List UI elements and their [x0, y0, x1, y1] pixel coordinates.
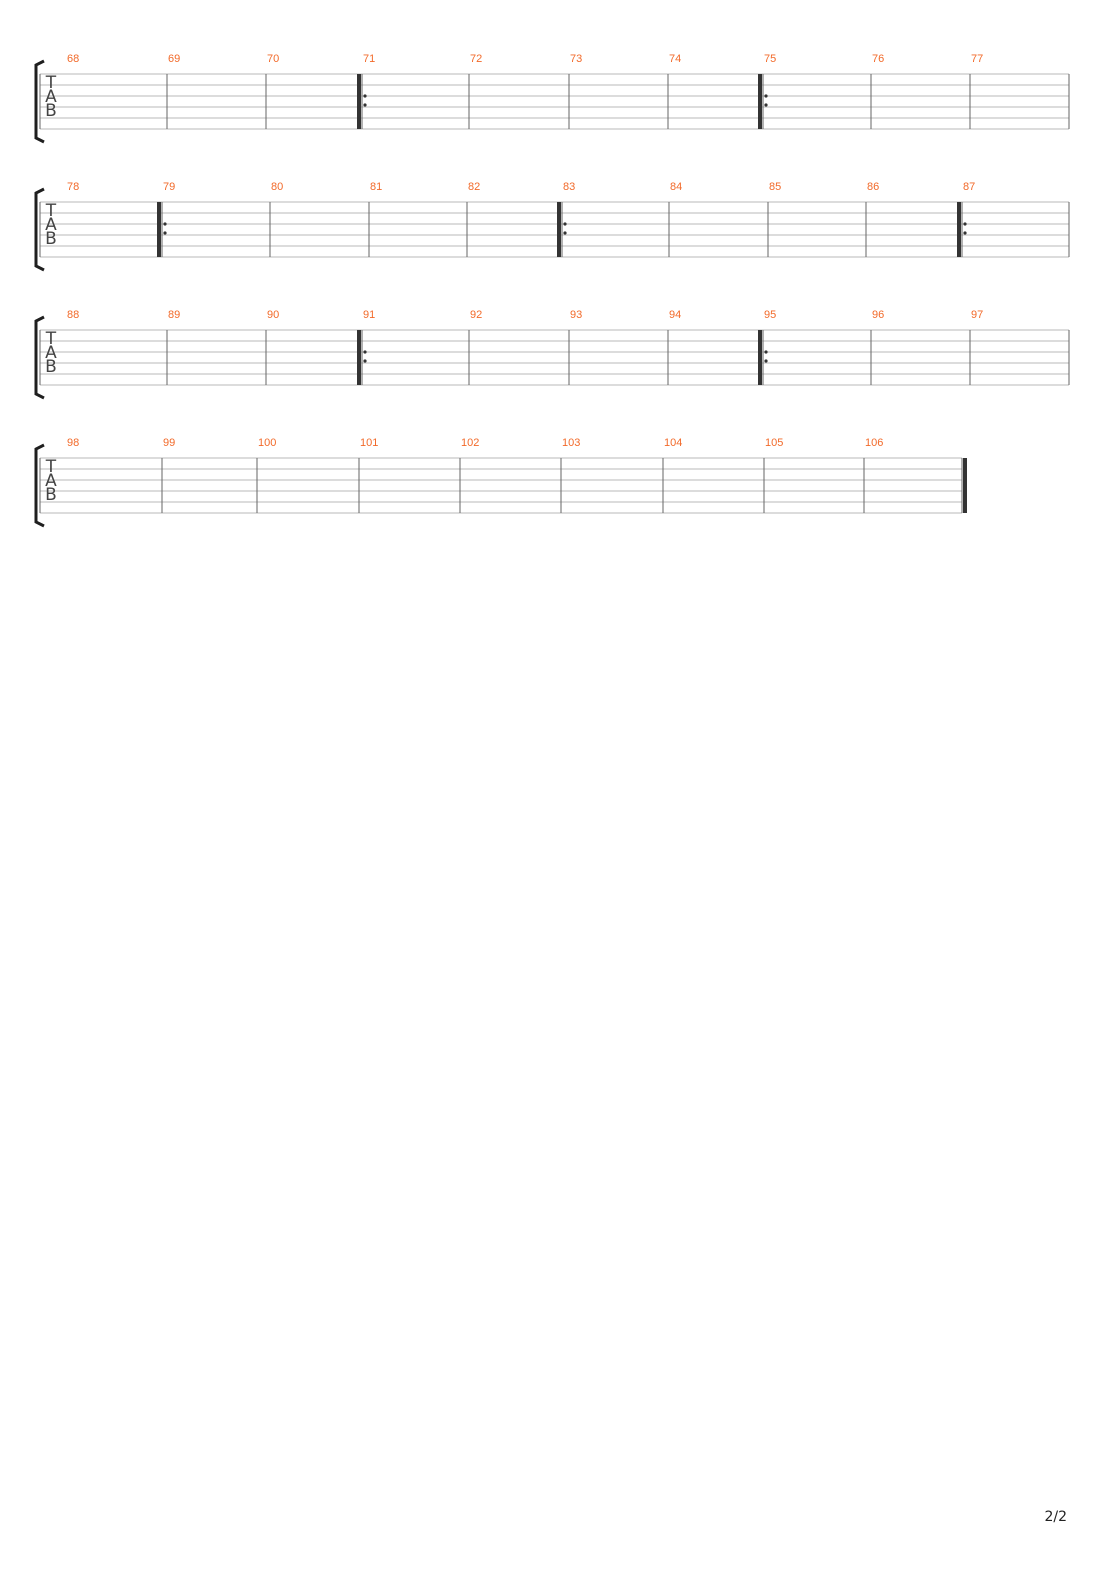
- tab-clef-letter: T: [45, 457, 57, 477]
- measure-number: 91: [363, 309, 375, 321]
- measure-number: 106: [865, 437, 883, 449]
- measure-number: 79: [163, 181, 175, 193]
- repeat-dot: [963, 231, 967, 235]
- measure-number: 74: [669, 53, 681, 65]
- measure-number: 70: [267, 53, 279, 65]
- repeat-dot: [363, 359, 367, 363]
- measure-number: 84: [670, 181, 682, 193]
- repeat-dot: [764, 103, 768, 107]
- measure-number: 82: [468, 181, 480, 193]
- tab-clef-letter: B: [45, 229, 57, 249]
- repeat-dot: [963, 222, 967, 226]
- measure-number: 71: [363, 53, 375, 65]
- tab-clef-letter: A: [45, 471, 57, 491]
- measure-number: 85: [769, 181, 781, 193]
- system-bracket: [34, 187, 45, 272]
- tab-system: TAB 98 99 100 101 102 103 104 105 106: [34, 437, 967, 528]
- tab-clef-letter: T: [45, 201, 57, 221]
- measure-number: 76: [872, 53, 884, 65]
- repeat-dot: [563, 231, 567, 235]
- tab-system: TAB 88 89 90 91 92 93 94 95 96 97: [34, 309, 1070, 400]
- measure-number: 92: [470, 309, 482, 321]
- repeat-dot: [363, 103, 367, 107]
- repeat-start-thick-bar: [758, 74, 762, 129]
- measure-number: 94: [669, 309, 681, 321]
- measure-number: 75: [764, 53, 776, 65]
- measure-number: 101: [360, 437, 378, 449]
- repeat-dot: [563, 222, 567, 226]
- measure-number: 93: [570, 309, 582, 321]
- measure-number: 83: [563, 181, 575, 193]
- measure-number: 81: [370, 181, 382, 193]
- tab-clef-letter: T: [45, 73, 57, 93]
- system-bracket: [34, 59, 45, 144]
- measure-number: 73: [570, 53, 582, 65]
- measure-number: 100: [258, 437, 276, 449]
- system-bracket: [34, 315, 45, 400]
- repeat-start-thick-bar: [357, 74, 361, 129]
- tab-clef-letter: A: [45, 343, 57, 363]
- repeat-dot: [163, 222, 167, 226]
- measure-number: 78: [67, 181, 79, 193]
- measure-number: 96: [872, 309, 884, 321]
- system-bracket: [34, 443, 45, 528]
- measure-number: 97: [971, 309, 983, 321]
- measure-number: 86: [867, 181, 879, 193]
- tab-clef-letter: B: [45, 485, 57, 505]
- repeat-dot: [764, 350, 768, 354]
- tab-system: TAB 68 69 70 71 72 73 74 75 76 77: [34, 53, 1070, 144]
- measure-number: 95: [764, 309, 776, 321]
- repeat-start-thick-bar: [758, 330, 762, 385]
- measure-number: 90: [267, 309, 279, 321]
- measure-number: 77: [971, 53, 983, 65]
- repeat-dot: [363, 94, 367, 98]
- measure-number: 102: [461, 437, 479, 449]
- tab-clef-letter: A: [45, 215, 57, 235]
- final-barline-thick: [963, 458, 967, 513]
- repeat-dot: [764, 94, 768, 98]
- measure-number: 68: [67, 53, 79, 65]
- repeat-start-thick-bar: [557, 202, 561, 257]
- measure-number: 103: [562, 437, 580, 449]
- measure-number: 89: [168, 309, 180, 321]
- measure-number: 88: [67, 309, 79, 321]
- tab-clef-letter: A: [45, 87, 57, 107]
- repeat-start-thick-bar: [357, 330, 361, 385]
- repeat-dot: [363, 350, 367, 354]
- measure-number: 99: [163, 437, 175, 449]
- measure-number: 72: [470, 53, 482, 65]
- repeat-start-thick-bar: [957, 202, 961, 257]
- repeat-start-thick-bar: [157, 202, 161, 257]
- tab-system: TAB 78 79 80 81 82 83 84 85 86 87: [34, 181, 1070, 272]
- repeat-dot: [163, 231, 167, 235]
- measure-number: 105: [765, 437, 783, 449]
- tab-clef-letter: B: [45, 101, 57, 121]
- measure-number: 98: [67, 437, 79, 449]
- tab-clef-letter: B: [45, 357, 57, 377]
- measure-number: 69: [168, 53, 180, 65]
- measure-number: 87: [963, 181, 975, 193]
- repeat-dot: [764, 359, 768, 363]
- measure-number: 80: [271, 181, 283, 193]
- tab-clef-letter: T: [45, 329, 57, 349]
- page-number: 2/2: [1044, 1509, 1067, 1525]
- measure-number: 104: [664, 437, 682, 449]
